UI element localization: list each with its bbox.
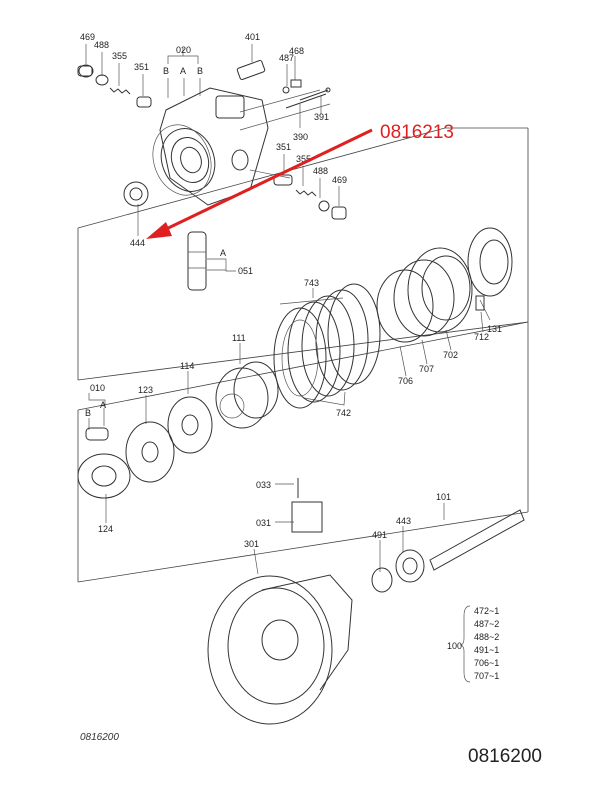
part-label: 444 bbox=[130, 238, 145, 248]
part-label: 301 bbox=[244, 539, 259, 549]
o-rings-706-707 bbox=[376, 259, 455, 343]
bearing-443 bbox=[395, 549, 425, 583]
part-label: 131 bbox=[487, 324, 502, 334]
part-label: A bbox=[220, 248, 226, 258]
part-label: 031 bbox=[256, 518, 271, 528]
part-label: 010 bbox=[90, 383, 105, 393]
cylinder-block-111 bbox=[215, 361, 279, 429]
assembly-frames bbox=[77, 127, 529, 583]
part-label: 702 bbox=[443, 350, 458, 360]
part-label: 051 bbox=[238, 266, 253, 276]
part-label: 491 bbox=[372, 530, 387, 540]
diagram-code-small: 0816200 bbox=[80, 732, 119, 743]
part-label: 033 bbox=[256, 480, 271, 490]
part-label: 443 bbox=[396, 516, 411, 526]
part-label: 487 bbox=[279, 53, 294, 63]
part-label: A bbox=[180, 66, 186, 76]
part-label: B bbox=[197, 66, 203, 76]
part-label: 355 bbox=[296, 154, 311, 164]
kit-label: 100 bbox=[447, 641, 462, 651]
part-label: 469 bbox=[332, 175, 347, 185]
part-label: 101 bbox=[436, 492, 451, 502]
kit-item: 707~1 bbox=[474, 671, 499, 681]
part-label: 114 bbox=[180, 361, 194, 371]
part-label: 707 bbox=[419, 364, 434, 374]
valve-plate-131 bbox=[467, 227, 513, 297]
oil-seal-491 bbox=[371, 567, 393, 593]
part-label: 712 bbox=[474, 332, 489, 342]
part-label: 355 bbox=[112, 51, 127, 61]
motor-housing-301 bbox=[207, 574, 353, 725]
spring-712 bbox=[475, 295, 485, 311]
bearing-444 bbox=[123, 181, 149, 207]
part-label: 020 bbox=[176, 45, 191, 55]
part-label: 488 bbox=[94, 40, 109, 50]
part-label: B bbox=[163, 66, 169, 76]
piston-assembly-123 bbox=[125, 421, 175, 483]
kit-item: 487~2 bbox=[474, 619, 499, 629]
brake-piston-702 bbox=[407, 247, 473, 333]
part-label: 123 bbox=[138, 385, 153, 395]
part-label: 469 bbox=[80, 32, 95, 42]
part-labels: 469 488 355 351 020 B A B 401 487 468 39… bbox=[80, 32, 502, 549]
kit-item: 706~1 bbox=[474, 658, 499, 668]
kit-item: 488~2 bbox=[474, 632, 499, 642]
part-label: 391 bbox=[314, 112, 329, 122]
part-label: 488 bbox=[313, 166, 328, 176]
right-side-plug-parts bbox=[273, 174, 347, 220]
part-label: A bbox=[100, 400, 106, 410]
plug-401 bbox=[236, 59, 266, 81]
part-label: 124 bbox=[98, 524, 113, 534]
part-label: 111 bbox=[232, 333, 246, 343]
leader-lines bbox=[85, 44, 491, 575]
top-left-parts bbox=[77, 64, 152, 108]
part-label: B bbox=[85, 408, 91, 418]
part-label: 401 bbox=[245, 32, 260, 42]
swash-plate-124 bbox=[77, 453, 131, 499]
part-label: 468 bbox=[289, 46, 304, 56]
diagram-code-large: 0816200 bbox=[468, 746, 542, 767]
callout-part-number: 0816213 bbox=[380, 122, 454, 143]
kit-item: 472~1 bbox=[474, 606, 499, 616]
pin-010 bbox=[85, 427, 109, 441]
red-callout: 0816213 bbox=[146, 122, 454, 239]
brake-plates-742-743 bbox=[273, 283, 381, 409]
valve-casing-020 bbox=[152, 87, 331, 206]
part-label: 742 bbox=[336, 408, 351, 418]
part-label: 351 bbox=[134, 62, 149, 72]
part-label: 706 bbox=[398, 376, 413, 386]
right-top-parts bbox=[282, 79, 331, 109]
bolt-033-and-block-031 bbox=[291, 478, 323, 533]
retainer-plate-114 bbox=[167, 396, 213, 454]
part-label: 390 bbox=[293, 132, 308, 142]
part-label: 743 bbox=[304, 278, 319, 288]
part-label: 351 bbox=[276, 142, 291, 152]
kit-100-list: 100 472~1 487~2 488~2 491~1 706~1 707~1 bbox=[447, 605, 499, 683]
shaft-101 bbox=[429, 509, 525, 571]
relief-valve-051 bbox=[187, 231, 207, 291]
kit-item: 491~1 bbox=[474, 645, 499, 655]
